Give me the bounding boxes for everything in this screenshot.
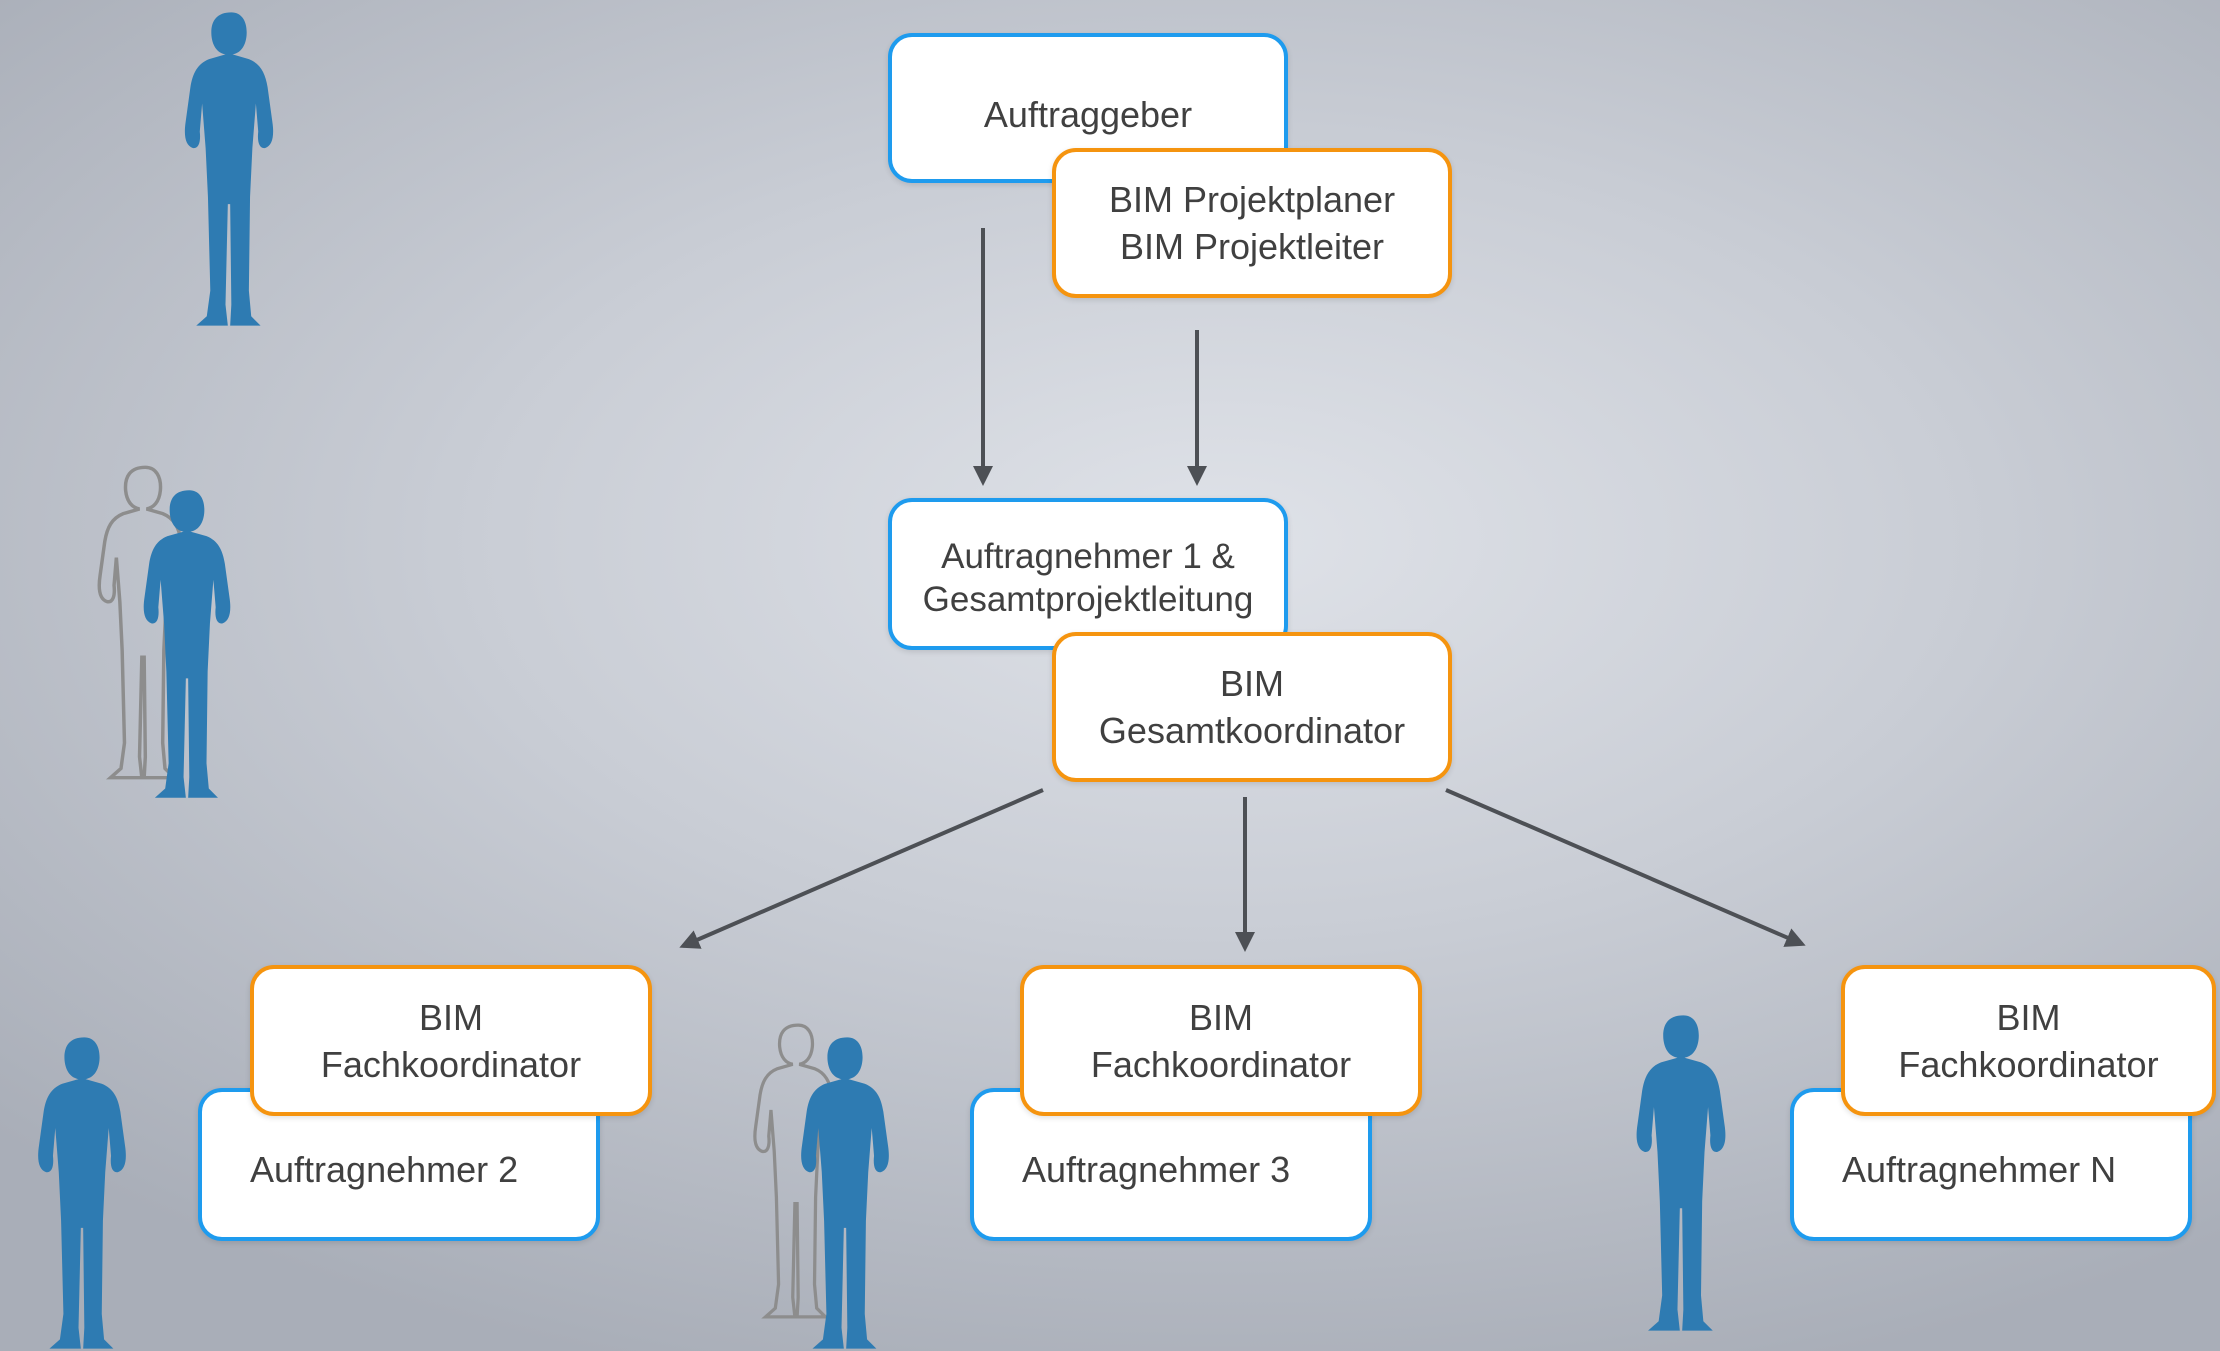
- contractor-2-bim-line-2: Fachkoordinator: [320, 1043, 582, 1085]
- client-bim-box: BIM Projektplaner BIM Projektleiter: [1052, 148, 1452, 298]
- contractor-3-bim-line-2: Fachkoordinator: [1090, 1043, 1352, 1085]
- arrow-lead-to-contractor-2: [679, 788, 1044, 949]
- lead-contractor-line-2: Gesamtprojektleitung: [922, 580, 1254, 619]
- person-silhouette-icon: [143, 490, 231, 798]
- client-bim-line-2: BIM Projektleiter: [1119, 226, 1385, 267]
- person-silhouette-icon: [801, 1037, 889, 1349]
- lead-contractor-line-1: Auftragnehmer 1 &: [941, 537, 1235, 576]
- lead-contractor-box: Auftragnehmer 1 & Gesamtprojektleitung: [888, 498, 1288, 650]
- person-silhouette-icon: [184, 12, 274, 326]
- contractor-n-bim-box: BIM Fachkoordinator: [1841, 965, 2216, 1116]
- contractor-n-bim-line-2: Fachkoordinator: [1898, 1043, 2159, 1085]
- contractor-n-bim-line-1: BIM: [1996, 996, 2061, 1038]
- person-silhouette-icon: [1636, 1015, 1726, 1331]
- lead-bim-line-1: BIM: [1219, 663, 1284, 704]
- lead-bim-line-2: Gesamtkoordinator: [1098, 710, 1406, 751]
- contractor-3-bim-line-1: BIM: [1188, 996, 1253, 1038]
- client-bim-line-1: BIM Projektplaner: [1108, 179, 1396, 220]
- contractor-2-label: Auftragnehmer 2: [250, 1149, 519, 1190]
- arrow-lead-to-contractor-n: [1445, 788, 1806, 947]
- person-silhouette-icon: [38, 1037, 126, 1349]
- lead-bim-box: BIM Gesamtkoordinator: [1052, 632, 1452, 782]
- contractor-3-bim-box: BIM Fachkoordinator: [1020, 965, 1422, 1116]
- client-label: Auftraggeber: [983, 94, 1193, 135]
- contractor-3-label: Auftragnehmer 3: [1022, 1149, 1291, 1190]
- contractor-2-bim-box: BIM Fachkoordinator: [250, 965, 652, 1116]
- contractor-2-bim-line-1: BIM: [418, 996, 483, 1038]
- contractor-n-label: Auftragnehmer N: [1842, 1149, 2117, 1190]
